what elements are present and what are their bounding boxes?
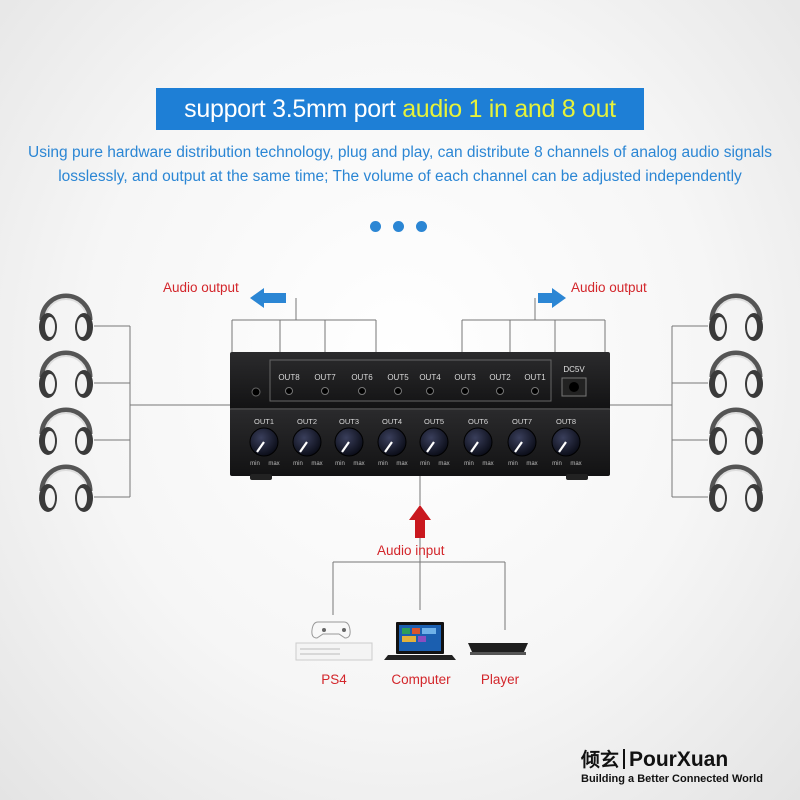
media-player-icon	[468, 643, 528, 655]
output-cable-lines	[231, 298, 606, 352]
knob-indicator	[341, 441, 350, 453]
audio-jack	[285, 387, 293, 395]
left-headphone-lines	[94, 325, 230, 498]
headline-banner: support 3.5mm port audio 1 in and 8 out	[156, 88, 644, 130]
audio-jack	[358, 387, 366, 395]
input-arrow	[409, 505, 431, 538]
audio-jack	[426, 387, 434, 395]
audio-output-left-label: Audio output	[163, 280, 239, 295]
knob-min-label: min	[464, 461, 474, 467]
description-text: Using pure hardware distribution technol…	[28, 144, 772, 185]
knob-label: OUT4	[382, 417, 402, 426]
knob-label: OUT5	[424, 417, 444, 426]
source-label-player: Player	[480, 672, 520, 687]
knob-max-label: max	[570, 461, 581, 467]
dots-ornament	[370, 221, 434, 233]
knob-indicator	[470, 441, 479, 453]
knob-indicator	[558, 441, 567, 453]
knob-min-label: min	[335, 461, 345, 467]
knob-indicator	[299, 441, 308, 453]
knob-max-label: max	[396, 461, 407, 467]
dot	[416, 221, 427, 232]
knob-indicator	[514, 441, 523, 453]
headphone-icon	[39, 353, 93, 398]
headphone-icon	[39, 467, 93, 512]
back-port-label: OUT1	[524, 373, 546, 382]
knob-min-label: min	[420, 461, 430, 467]
knob-max-label: max	[482, 461, 493, 467]
audio-jack	[531, 387, 539, 395]
back-port-label: OUT7	[314, 373, 336, 382]
headphone-icon	[709, 353, 763, 398]
knob-label: OUT1	[254, 417, 274, 426]
headline-part-1: support	[184, 95, 273, 123]
knob-min-label: min	[508, 461, 518, 467]
audio-jack	[496, 387, 504, 395]
brand-chinese: 倾玄	[581, 749, 620, 771]
source-label-ps4: PS4	[321, 672, 347, 687]
front-knobs: OUT1 min max OUT2 min max OUT3 min max OUT4 min max…	[249, 417, 582, 467]
headphone-icon	[709, 296, 763, 341]
headline-part-2: 3.5mm port	[272, 95, 403, 123]
headphone-icon	[709, 467, 763, 512]
back-port-label: OUT5	[387, 373, 409, 382]
brand-name: PourXuan	[629, 748, 729, 771]
knob-label: OUT2	[297, 417, 317, 426]
back-port-label: OUT3	[454, 373, 476, 382]
audio-input-label: Audio input	[377, 543, 445, 558]
knob-label: OUT7	[512, 417, 532, 426]
right-headphone-lines	[610, 325, 708, 498]
knob-max-label: max	[438, 461, 449, 467]
brand-tagline: Building a Better Connected World	[581, 773, 763, 785]
back-port-label: OUT2	[489, 373, 511, 382]
audio-jack	[461, 387, 469, 395]
knob-indicator	[256, 441, 265, 453]
knob-min-label: min	[552, 461, 562, 467]
knob-label: OUT8	[556, 417, 576, 426]
knob-indicator	[426, 441, 435, 453]
knob-label: OUT3	[339, 417, 359, 426]
dot	[370, 221, 381, 232]
left-output-arrow	[250, 288, 286, 308]
knob-max-label: max	[526, 461, 537, 467]
headphone-icon	[709, 410, 763, 455]
knob-min-label: min	[250, 461, 260, 467]
source-label-computer: Computer	[391, 672, 451, 687]
knob-max-label: max	[268, 461, 279, 467]
console-icon	[295, 621, 373, 661]
headphone-icon	[39, 296, 93, 341]
laptop-icon	[384, 622, 456, 660]
audio-jack	[394, 387, 402, 395]
headphone-icon	[39, 410, 93, 455]
dot	[393, 221, 404, 232]
input-cable-lines	[332, 476, 506, 630]
back-ports: OUT8 OUT7 OUT6 OUT5 OUT4 OUT3 OUT2 OUT1 DC5V	[278, 365, 585, 395]
knob-indicator	[384, 441, 393, 453]
audio-output-right-label: Audio output	[571, 280, 647, 295]
knob-min-label: min	[293, 461, 303, 467]
knob-max-label: max	[353, 461, 364, 467]
back-port-label: OUT6	[351, 373, 373, 382]
knob-label: OUT6	[468, 417, 488, 426]
back-port-label: OUT4	[419, 373, 441, 382]
back-port-label: OUT8	[278, 373, 300, 382]
knob-min-label: min	[378, 461, 388, 467]
right-output-arrow	[538, 288, 566, 308]
knob-max-label: max	[311, 461, 322, 467]
brand-logo: 倾玄 PourXuan Building a Better Connected W…	[581, 745, 781, 785]
power-port-label: DC5V	[563, 365, 585, 374]
audio-jack	[321, 387, 329, 395]
headline-part-3: audio 1 in and 8 out	[402, 95, 616, 123]
